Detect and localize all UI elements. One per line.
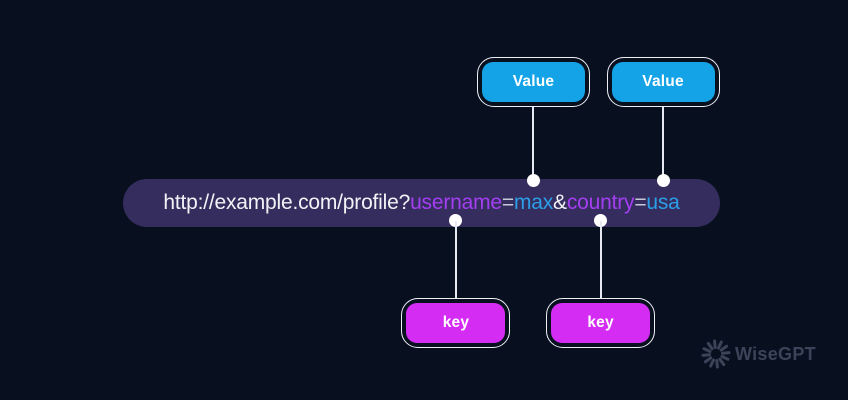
connector-line xyxy=(454,221,457,298)
key-callout-1: key xyxy=(401,298,511,348)
connector-dot xyxy=(526,174,540,187)
key-callout-2: key xyxy=(546,298,656,348)
key-callout-1-fill: key xyxy=(406,303,506,343)
connector-line xyxy=(599,221,602,298)
ampersand-sign: & xyxy=(553,191,567,214)
param-value-usa: usa xyxy=(646,191,680,214)
value-callout-1-label: Value xyxy=(512,73,555,90)
equals-sign: = xyxy=(501,191,514,214)
wisegpt-logo: WiseGPT xyxy=(701,339,816,369)
wisegpt-logo-icon xyxy=(701,339,731,369)
value-callout-2: Value xyxy=(606,57,720,107)
connector-dot xyxy=(449,214,463,227)
connector-key-1 xyxy=(449,214,463,298)
value-callout-2-label: Value xyxy=(642,73,684,90)
connector-key-2 xyxy=(594,214,608,298)
connector-dot xyxy=(594,214,608,227)
connector-value-2 xyxy=(656,107,670,187)
key-callout-2-fill: key xyxy=(551,303,651,343)
wisegpt-logo-text: WiseGPT xyxy=(735,343,816,364)
param-key-country: country xyxy=(566,191,635,214)
url-segment-base: http://example.com/profile? xyxy=(163,191,411,214)
key-callout-2-label: key xyxy=(587,314,614,331)
key-callout-1-label: key xyxy=(442,314,470,331)
value-callout-1: Value xyxy=(476,57,590,107)
equals-sign: = xyxy=(634,191,647,214)
param-value-max: max xyxy=(513,191,554,214)
param-key-username: username xyxy=(410,191,502,214)
connector-value-1 xyxy=(526,107,540,187)
connector-line xyxy=(662,107,665,175)
connector-dot xyxy=(656,174,670,187)
value-callout-2-fill: Value xyxy=(611,62,715,102)
value-callout-1-fill: Value xyxy=(481,62,585,102)
connector-line xyxy=(532,107,535,175)
url-bar: http://example.com/profile?username=max&… xyxy=(123,179,720,227)
